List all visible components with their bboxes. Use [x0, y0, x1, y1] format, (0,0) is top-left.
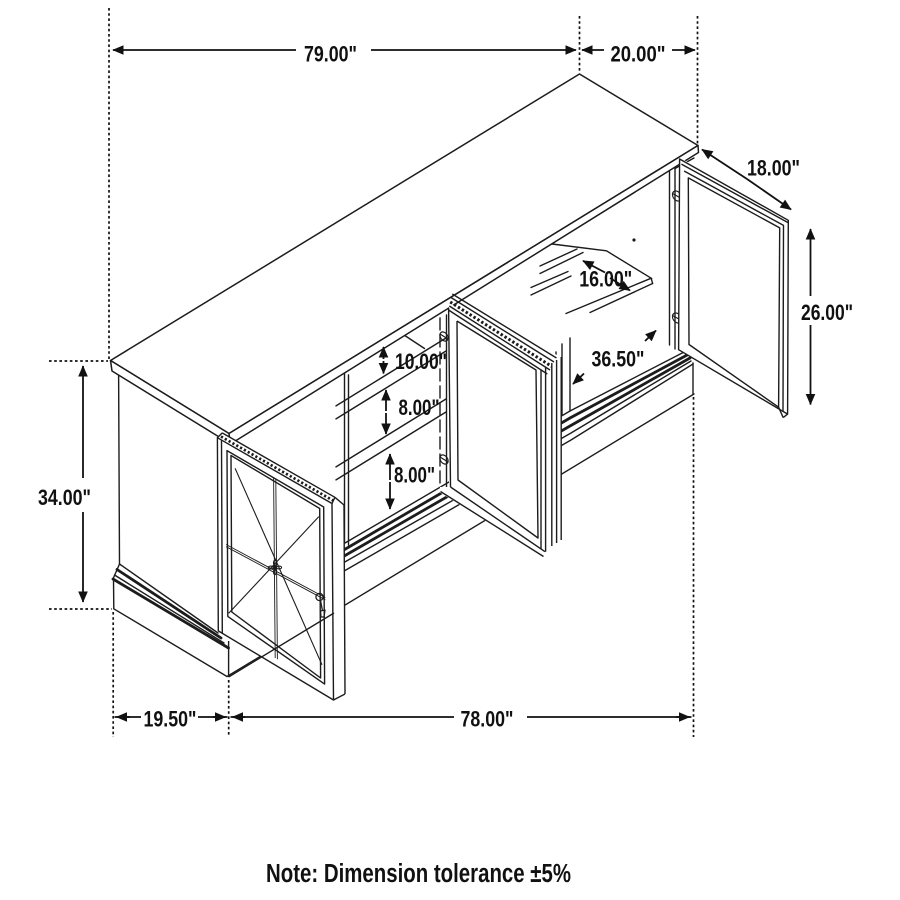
svg-text:8.00": 8.00" — [399, 395, 440, 420]
svg-text:8.00": 8.00" — [394, 463, 435, 488]
svg-text:10.00": 10.00" — [395, 349, 447, 374]
svg-text:78.00": 78.00" — [461, 707, 514, 732]
svg-text:34.00": 34.00" — [38, 485, 91, 510]
svg-text:19.50": 19.50" — [144, 707, 197, 732]
svg-text:26.00": 26.00" — [801, 300, 853, 325]
svg-text:18.00": 18.00" — [747, 156, 800, 181]
svg-text:Note: Dimension tolerance ±5%: Note: Dimension tolerance ±5% — [266, 860, 571, 888]
svg-text:36.50": 36.50" — [592, 347, 645, 372]
svg-text:20.00": 20.00" — [611, 42, 666, 67]
svg-text:16.00": 16.00" — [579, 267, 632, 292]
svg-text:79.00": 79.00" — [304, 42, 357, 67]
